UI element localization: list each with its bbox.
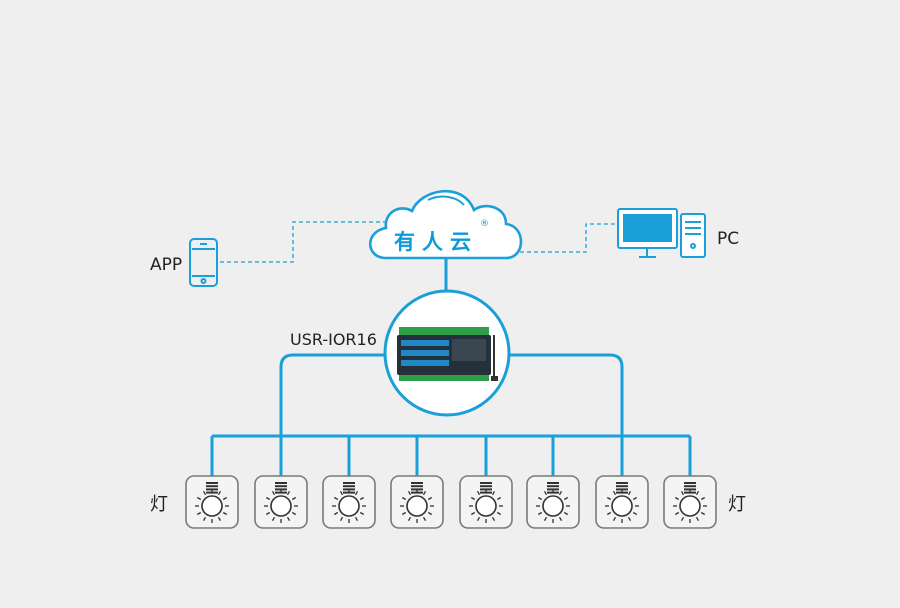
network-lines xyxy=(210,258,692,476)
cloud-icon xyxy=(369,190,523,260)
io-controller-icon xyxy=(383,289,511,417)
light-bulb-icon xyxy=(185,475,239,529)
cloud-name: 有人云 xyxy=(394,230,478,254)
light-bulb-icon xyxy=(595,475,649,529)
smartphone-icon xyxy=(189,238,218,287)
lamp-label-left: 灯 xyxy=(150,494,168,515)
light-bulb-icon xyxy=(526,475,580,529)
desktop-computer-icon xyxy=(617,208,706,258)
pc-cloud-connector xyxy=(520,223,615,253)
pc-label: PC xyxy=(717,229,740,249)
light-bulb-icon xyxy=(254,475,308,529)
light-bulb-icon xyxy=(322,475,376,529)
app-label: APP xyxy=(150,255,183,275)
device-label: USR-IOR16 xyxy=(290,330,377,349)
light-bulb-icon xyxy=(663,475,717,529)
lamp-label-right: 灯 xyxy=(728,494,746,515)
app-cloud-connector xyxy=(220,221,385,263)
registered-mark: ® xyxy=(480,219,489,229)
lamp-row xyxy=(185,475,717,529)
light-bulb-icon xyxy=(390,475,444,529)
light-bulb-icon xyxy=(459,475,513,529)
